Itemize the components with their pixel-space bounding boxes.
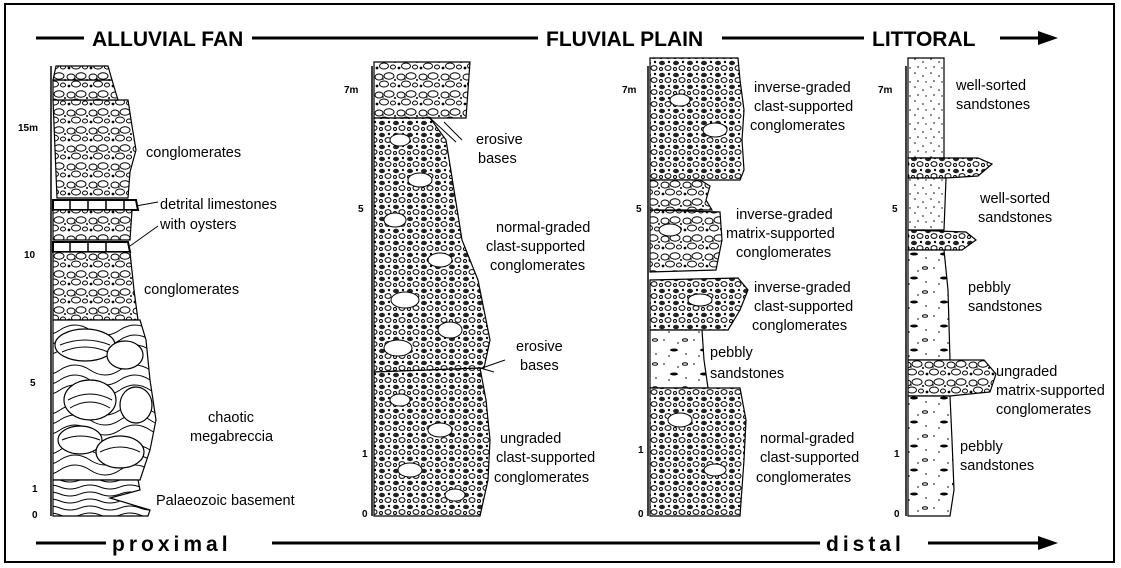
label: conglomerates: [756, 470, 851, 486]
label: ungraded: [996, 364, 1057, 380]
tick-label: 7m: [622, 85, 637, 96]
tick-label: 1: [362, 449, 368, 460]
tick-label: 5: [636, 204, 642, 215]
labels-alluvial-fan: conglomerates detrital limestones with o…: [144, 145, 295, 509]
label: conglomerates: [144, 282, 239, 298]
tick-label: 5: [892, 204, 898, 215]
label: conglomerates: [490, 258, 585, 274]
label: clast-supported: [754, 299, 853, 315]
tick-label: 5: [30, 378, 36, 389]
tick-label: 1: [894, 449, 900, 460]
label: well-sorted: [979, 191, 1050, 207]
tick-label: 5: [358, 204, 364, 215]
label: inverse-graded: [754, 80, 851, 96]
label: erosive: [516, 339, 563, 355]
label: with oysters: [159, 217, 237, 233]
label: pebbly: [710, 345, 753, 361]
label: clast-supported: [496, 450, 595, 466]
tick-label: 0: [32, 510, 38, 521]
label: sandstones: [710, 366, 784, 382]
tick-label: 0: [894, 509, 900, 520]
column-fluvial-2: [648, 58, 748, 516]
label: sandstones: [978, 210, 1052, 226]
tick-label: 1: [638, 445, 644, 456]
labels-fluvial-1: erosive bases normal-graded clast-suppor…: [476, 132, 595, 486]
label: inverse-graded: [754, 280, 851, 296]
label: bases: [478, 151, 517, 167]
label: inverse-graded: [736, 207, 833, 223]
label: normal-graded: [496, 220, 590, 236]
label: conglomerates: [750, 118, 845, 134]
label: bases: [520, 358, 559, 374]
label: matrix-supported: [726, 226, 835, 242]
label: ungraded: [500, 431, 561, 447]
label: well-sorted: [955, 78, 1026, 94]
header-axis: ALLUVIAL FAN FLUVIAL PLAIN LITTORAL: [36, 28, 1058, 51]
label: normal-graded: [760, 431, 854, 447]
tick-label: 0: [362, 509, 368, 520]
label: matrix-supported: [996, 383, 1105, 399]
label: conglomerates: [736, 245, 831, 261]
tick-label: 10: [24, 250, 36, 261]
label: conglomerates: [494, 470, 589, 486]
header-alluvial-fan: ALLUVIAL FAN: [92, 28, 243, 51]
label: chaotic: [208, 410, 254, 426]
footer-distal: distal: [826, 533, 905, 556]
footer-axis: proximal distal: [36, 533, 1058, 556]
tick-label: 1: [32, 484, 38, 495]
label: Palaeozoic basement: [156, 493, 295, 509]
header-fluvial-plain: FLUVIAL PLAIN: [546, 28, 703, 51]
label: megabreccia: [190, 429, 274, 445]
column-fluvial-1: [372, 62, 494, 516]
arrow-right-icon: [1038, 31, 1058, 45]
label: pebbly: [968, 280, 1011, 296]
label: clast-supported: [754, 99, 853, 115]
header-littoral: LITTORAL: [872, 28, 976, 51]
footer-proximal: proximal: [112, 533, 232, 556]
label: conglomerates: [752, 318, 847, 334]
column-alluvial-fan: [51, 66, 156, 516]
label: conglomerates: [146, 145, 241, 161]
label: pebbly: [960, 439, 1003, 455]
label: sandstones: [956, 97, 1030, 113]
label: sandstones: [960, 458, 1034, 474]
tick-label: 7m: [878, 85, 893, 96]
tick-label: 7m: [344, 85, 359, 96]
label: sandstones: [968, 299, 1042, 315]
label: clast-supported: [486, 239, 585, 255]
tick-label: 0: [638, 509, 644, 520]
label: conglomerates: [996, 402, 1091, 418]
labels-littoral: well-sorted sandstones well-sorted sands…: [955, 78, 1105, 474]
label: clast-supported: [760, 450, 859, 466]
label: erosive: [476, 132, 523, 148]
tick-label: 15m: [18, 123, 38, 134]
label: detrital limestones: [160, 197, 277, 213]
arrow-right-icon: [1038, 536, 1058, 550]
